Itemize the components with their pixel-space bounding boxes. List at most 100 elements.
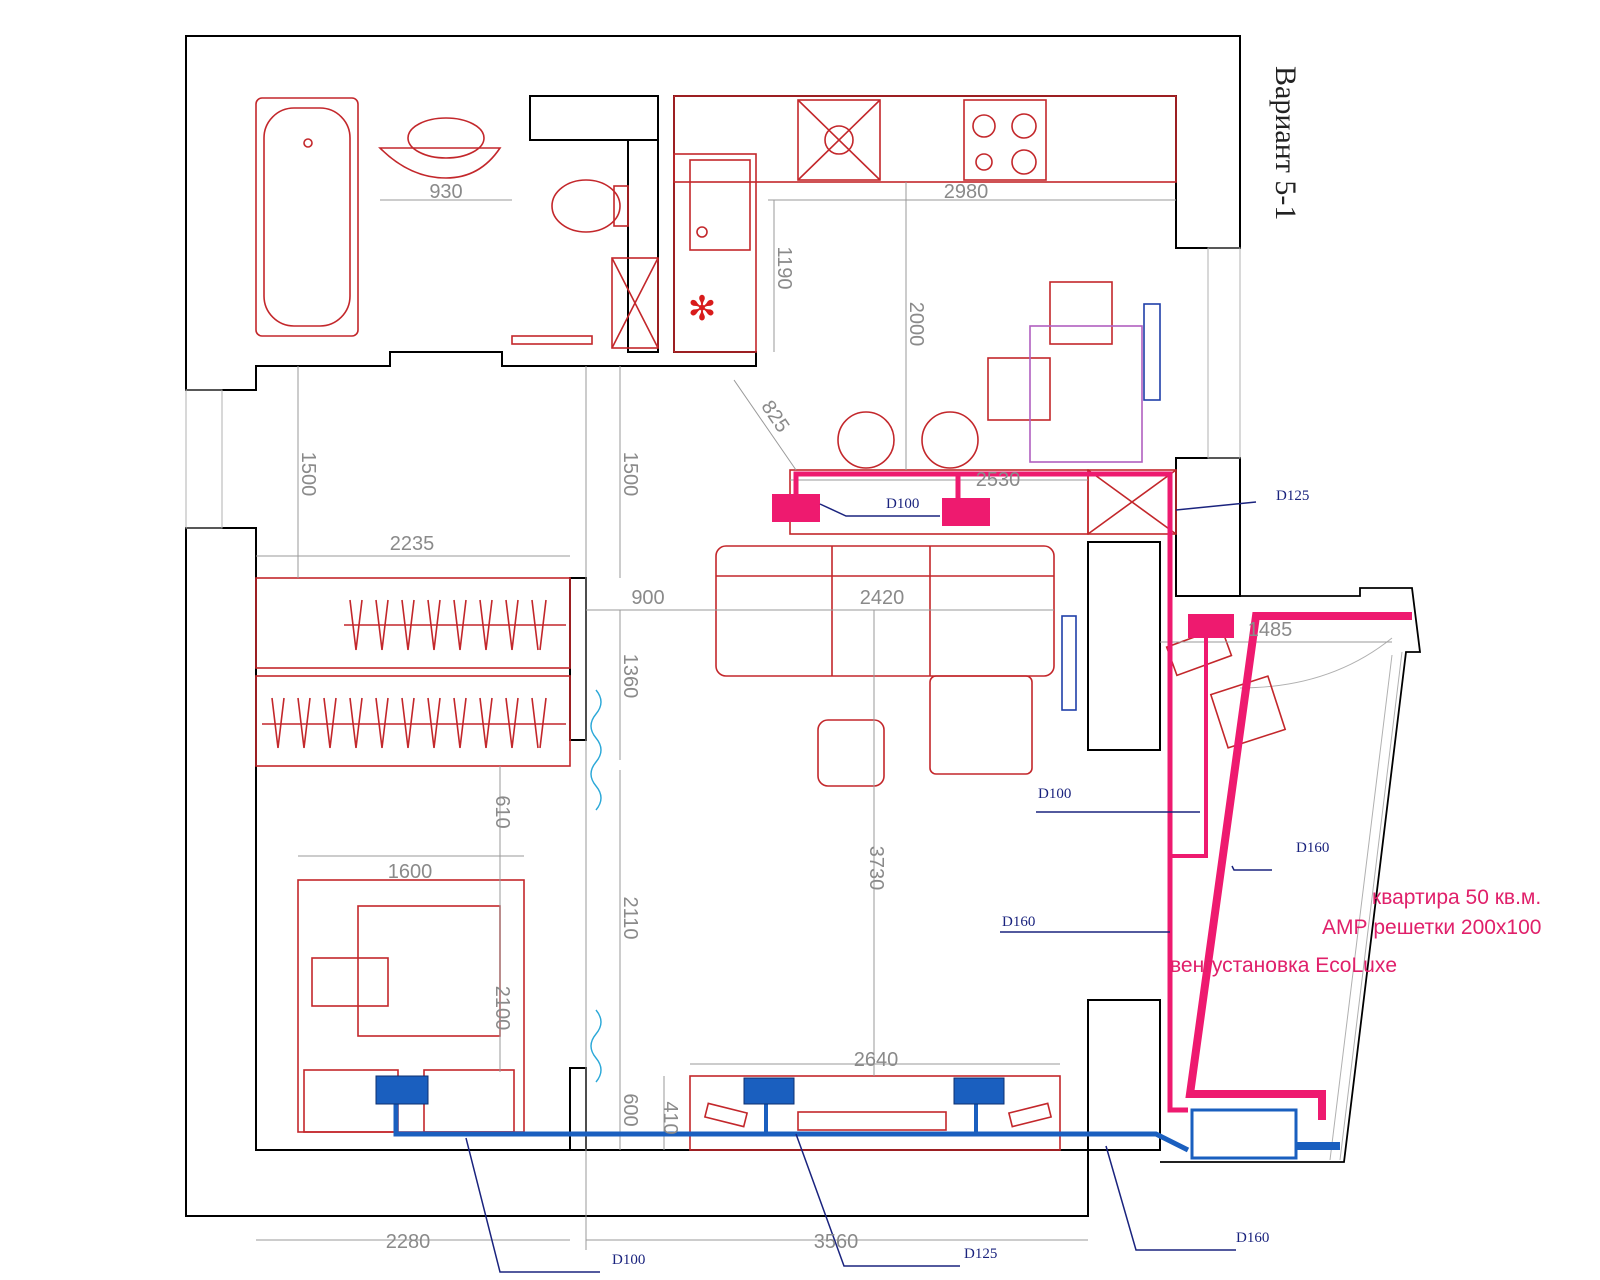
burner-icon bbox=[1011, 149, 1037, 175]
burner-icon bbox=[1011, 113, 1037, 139]
gas-icon: ✻ bbox=[688, 290, 717, 328]
speaker-right bbox=[1007, 1102, 1053, 1128]
hob bbox=[963, 99, 1047, 181]
ventilation-unit bbox=[1190, 1108, 1298, 1160]
nightstand-right bbox=[423, 1069, 515, 1133]
page-title: Вариант 5-1 bbox=[1269, 66, 1302, 220]
window-left bbox=[185, 389, 223, 529]
dim-label: 900 bbox=[631, 587, 664, 609]
note-area: квартира 50 кв.м. bbox=[1372, 886, 1541, 909]
pouf bbox=[817, 719, 885, 787]
dim-label: 930 bbox=[429, 181, 462, 203]
bar-stool bbox=[921, 411, 979, 469]
curtain-line bbox=[590, 689, 602, 811]
exhaust-grille bbox=[1188, 614, 1234, 638]
bathtub-inner bbox=[263, 107, 351, 327]
sink bbox=[689, 159, 751, 251]
duct-label-d100: D100 bbox=[886, 496, 919, 512]
supply-grille bbox=[743, 1077, 795, 1105]
radiator-kitchen bbox=[1143, 303, 1161, 401]
wardrobe-hangers-upper bbox=[344, 599, 566, 651]
bar-stool bbox=[837, 411, 895, 469]
duct-label-d160: D160 bbox=[1296, 840, 1329, 856]
supply-grille bbox=[953, 1077, 1005, 1105]
dimension-lines bbox=[256, 182, 1392, 1250]
washbasin bbox=[378, 147, 502, 179]
bed-blanket bbox=[357, 905, 501, 1037]
wardrobe-lower bbox=[255, 675, 571, 767]
bathroom-partition bbox=[529, 95, 659, 141]
cabinet-wc-cross bbox=[611, 257, 659, 349]
duct-label-d160: D160 bbox=[1236, 1230, 1269, 1246]
note-unit: венгустановка EcoLuxe bbox=[1170, 954, 1397, 977]
loggia-door-swing bbox=[1239, 637, 1393, 689]
duct-label-d100: D100 bbox=[1038, 786, 1071, 802]
bedroom-pier bbox=[569, 1067, 587, 1151]
window-right bbox=[1207, 247, 1241, 459]
toilet-bowl bbox=[551, 179, 621, 233]
burner-icon bbox=[972, 114, 996, 138]
dimension-labels: 930 2980 1190 2000 825 2530 1500 1500 22… bbox=[297, 181, 1292, 1253]
wardrobe-upper bbox=[255, 577, 571, 669]
dim-label: 2420 bbox=[860, 587, 905, 609]
dim-label: 2640 bbox=[854, 1049, 899, 1071]
duct-label-d125: D125 bbox=[1276, 488, 1309, 504]
dim-label: 1485 bbox=[1248, 619, 1293, 641]
exhaust-grille bbox=[942, 498, 990, 526]
walls bbox=[185, 35, 1422, 1217]
dim-label: 825 bbox=[757, 397, 794, 437]
cabinet-corner bbox=[1087, 469, 1177, 535]
loggia-outline bbox=[1160, 587, 1422, 1163]
sofa bbox=[715, 545, 1055, 677]
washbasin-bowl bbox=[407, 117, 485, 159]
duct-network bbox=[375, 471, 1412, 1273]
toilet-tank bbox=[613, 185, 629, 227]
leader-lines bbox=[465, 501, 1272, 1273]
sofa-chaise bbox=[929, 675, 1033, 775]
dim-label: 610 bbox=[491, 795, 513, 828]
dim-label: 3730 bbox=[865, 846, 887, 891]
duct-label-d125: D125 bbox=[964, 1246, 997, 1262]
armchair-lower bbox=[987, 357, 1051, 421]
radiator-living bbox=[1061, 615, 1077, 711]
dim-label: 2235 bbox=[390, 533, 435, 555]
wardrobe-panel bbox=[569, 577, 587, 741]
bed-pillow bbox=[311, 957, 389, 1007]
towel-rail bbox=[511, 335, 593, 345]
supply-grille bbox=[375, 1075, 429, 1105]
loggia-armchair bbox=[1209, 675, 1287, 749]
furniture: ✻ bbox=[255, 95, 1287, 1151]
dim-label: 2110 bbox=[619, 896, 641, 939]
dim-label: 2280 bbox=[386, 1231, 431, 1253]
exhaust-grille bbox=[772, 494, 820, 522]
burner-icon bbox=[975, 153, 993, 171]
tv-unit bbox=[797, 1111, 947, 1131]
dim-label: 2000 bbox=[905, 302, 927, 347]
dim-label: 410 bbox=[659, 1101, 681, 1134]
notes: квартира 50 кв.м. АМР решетки 200х100 ве… bbox=[1170, 886, 1541, 977]
note-grilles: АМР решетки 200х100 bbox=[1322, 916, 1541, 939]
fridge bbox=[797, 99, 881, 181]
supply-duct-branch bbox=[764, 1100, 978, 1134]
duct-label-d160: D160 bbox=[1002, 914, 1035, 930]
armchair-upper bbox=[1049, 281, 1113, 345]
duct-label-d100: D100 bbox=[612, 1252, 645, 1268]
supply-duct bbox=[393, 1102, 1190, 1153]
dim-label: 600 bbox=[619, 1093, 641, 1126]
right-pier-lower bbox=[1087, 999, 1161, 1151]
sofa-seams bbox=[716, 546, 1054, 676]
bathtub bbox=[255, 97, 359, 337]
dim-label: 2980 bbox=[944, 181, 989, 203]
loggia-glazing bbox=[1329, 651, 1403, 1161]
fridge-cross bbox=[797, 99, 881, 181]
curtain-line bbox=[590, 1009, 602, 1083]
fridge-vent-icon bbox=[824, 125, 854, 155]
speaker-left bbox=[703, 1102, 749, 1128]
dim-label: 1500 bbox=[619, 452, 641, 497]
duct-labels: D125 D100 D100 D160 D160 D100 D125 D160 bbox=[612, 488, 1329, 1268]
bathtub-drain-icon bbox=[303, 138, 313, 148]
dim-label: 1190 bbox=[773, 246, 795, 289]
right-pier-upper bbox=[1175, 457, 1241, 597]
exhaust-duct-d125 bbox=[793, 471, 1188, 1113]
